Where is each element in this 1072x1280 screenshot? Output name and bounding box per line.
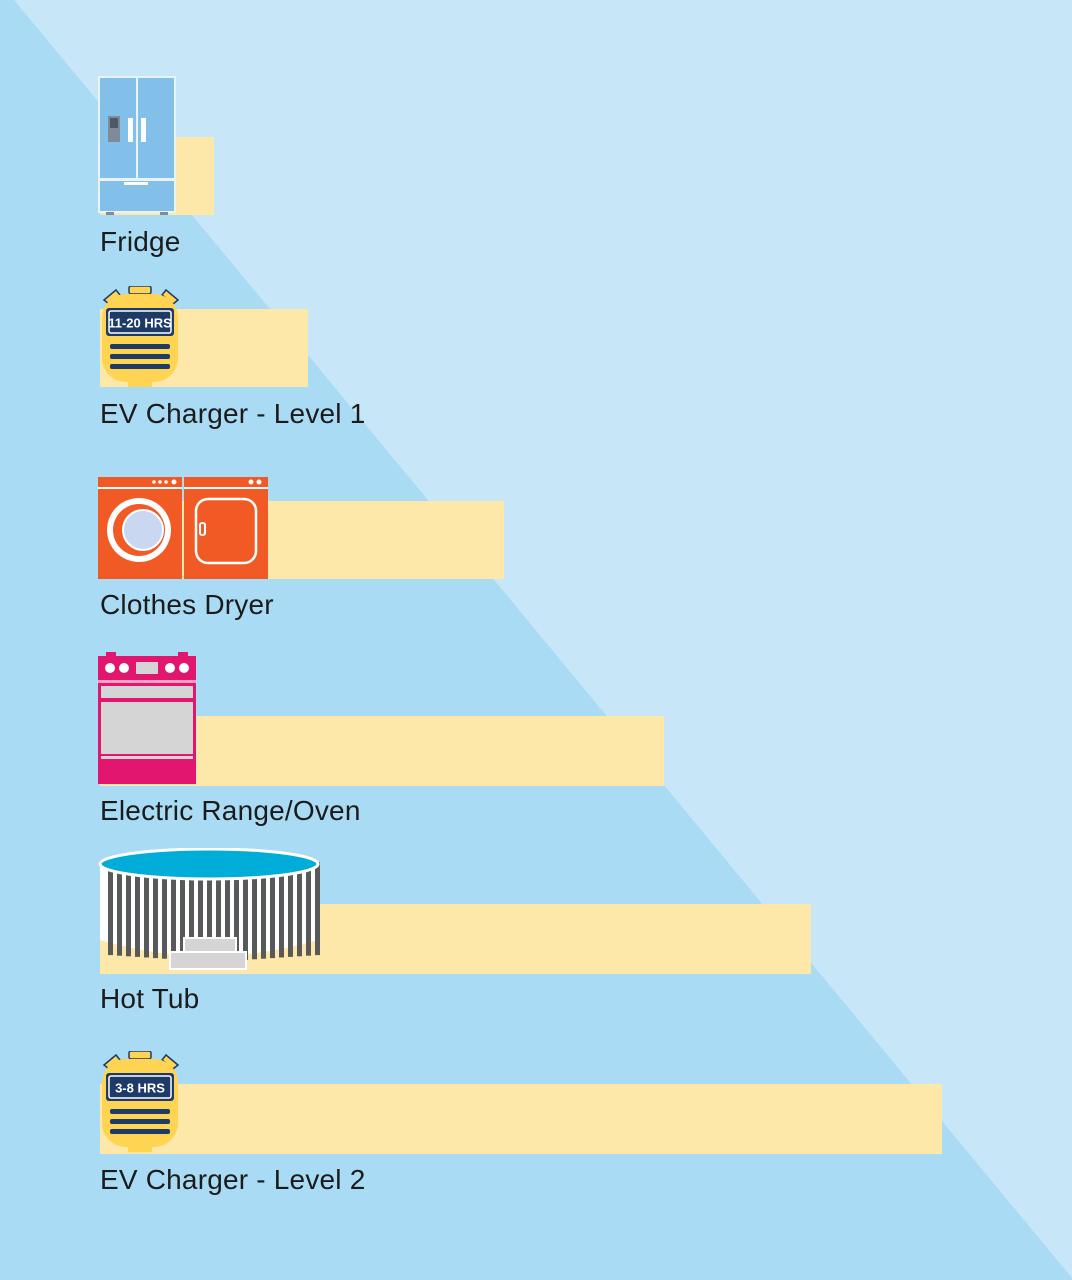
electric-range-icon xyxy=(98,652,196,784)
category-label: Fridge xyxy=(100,226,181,257)
washer-dryer-icon xyxy=(98,477,268,579)
category-label: Electric Range/Oven xyxy=(100,795,361,826)
stopwatch-icon: 3-8 HRS xyxy=(98,1051,184,1153)
category-label: EV Charger - Level 1 xyxy=(100,398,366,429)
svg-text:3-8 HRS: 3-8 HRS xyxy=(115,1081,165,1096)
fridge-icon xyxy=(98,76,178,216)
svg-text:11-20 HRS: 11-20 HRS xyxy=(108,316,172,331)
stopwatch-icon: 11-20 HRS xyxy=(98,286,184,388)
category-label: EV Charger - Level 2 xyxy=(100,1164,366,1195)
bar-6 xyxy=(100,1084,942,1154)
category-label: Clothes Dryer xyxy=(100,589,274,620)
category-label: Hot Tub xyxy=(100,983,200,1014)
hot-tub-icon xyxy=(98,848,320,974)
